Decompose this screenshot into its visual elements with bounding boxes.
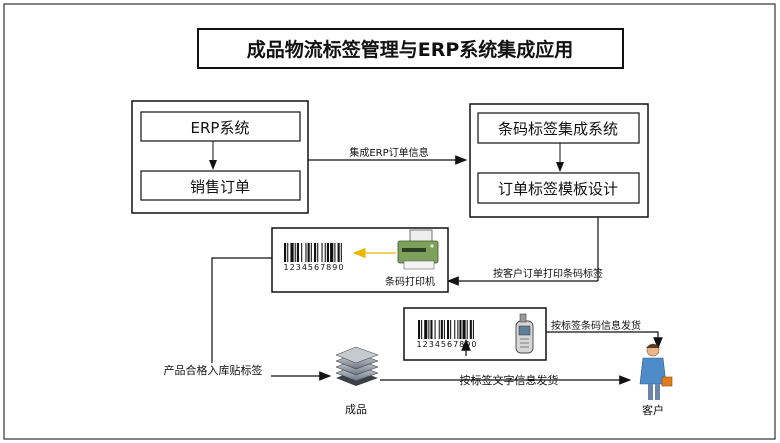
barcode-bar — [330, 243, 334, 262]
barcode-bar — [443, 320, 445, 339]
barcode-bar — [334, 243, 336, 262]
barcode-bar — [454, 320, 456, 339]
product-stack-icon — [335, 346, 379, 386]
barcode-bar — [457, 320, 459, 339]
barcode-bar — [326, 243, 329, 262]
barcode-bar — [430, 320, 433, 339]
sales-order-box — [140, 170, 301, 201]
inbound-label: 产品合格入库贴标签 — [164, 363, 263, 377]
integrate-order-label: 集成ERP订单信息 — [349, 146, 428, 159]
inbound-line — [211, 257, 272, 376]
product-label: 成品 — [345, 403, 367, 416]
printer-label: 条码打印机 — [385, 275, 435, 288]
barcode-bar — [434, 320, 436, 339]
barcode-bar — [337, 243, 340, 262]
barcode-bar — [307, 243, 310, 262]
barcode-bar — [462, 320, 466, 339]
sales-order-label: 销售订单 — [190, 178, 250, 196]
customer-icon — [639, 343, 673, 400]
barcode-bar — [296, 243, 299, 262]
title-text: 成品物流标签管理与ERP系统集成应用 — [247, 38, 574, 61]
barcode-bar — [324, 243, 326, 262]
barcode-label-2 — [418, 320, 474, 339]
barcode-bar — [424, 320, 428, 339]
barcode-bar — [340, 243, 342, 262]
barcode-bar — [317, 243, 319, 262]
barcode-bar — [466, 320, 468, 339]
ship-barcode-label: 按标签条码信息发货 — [551, 319, 641, 332]
barcode-bar — [459, 320, 462, 339]
barcode-bar — [469, 320, 472, 339]
barcode-bar — [440, 320, 443, 339]
barcode-bar — [284, 243, 287, 262]
barcode-bar — [314, 243, 317, 262]
barcode-bar — [447, 320, 450, 339]
template-design-box — [477, 172, 640, 204]
barcode-digits-1: 1234567890 — [284, 263, 345, 272]
customer-label: 客户 — [642, 403, 664, 417]
barcode-bar — [294, 243, 296, 262]
barcode-system-box — [477, 112, 640, 144]
barcode-label-1 — [284, 243, 342, 262]
erp-system-box — [140, 111, 301, 142]
barcode-bar — [305, 243, 307, 262]
barcode-bar — [421, 320, 423, 339]
inbound-label-bg — [155, 363, 271, 377]
barcode-system-label: 条码标签集成系统 — [498, 120, 618, 138]
barcode-bar — [301, 243, 303, 262]
printer-icon — [397, 229, 439, 270]
handheld-scanner-icon — [515, 313, 534, 354]
title-box — [197, 28, 624, 69]
ship-text-label: 按标签文字信息发货 — [460, 373, 559, 387]
barcode-bar — [287, 243, 289, 262]
barcode-bar — [310, 243, 312, 262]
print-order-label: 按客户订单打印条码标签 — [493, 267, 603, 280]
template-design-label: 订单标签模板设计 — [498, 180, 618, 198]
barcode-bar — [428, 320, 430, 339]
ship-barcode-arrow — [546, 331, 663, 350]
barcode-bar — [418, 320, 421, 339]
barcode-bar — [438, 320, 440, 339]
outer-frame — [3, 3, 776, 440]
barcode-bar — [450, 320, 452, 339]
barcode-bar — [290, 243, 294, 262]
barcode-bar — [472, 320, 474, 339]
barcode-bar — [321, 243, 323, 262]
barcode-digits-2: 1234567890 — [417, 340, 478, 349]
erp-system-label: ERP系统 — [191, 119, 250, 137]
